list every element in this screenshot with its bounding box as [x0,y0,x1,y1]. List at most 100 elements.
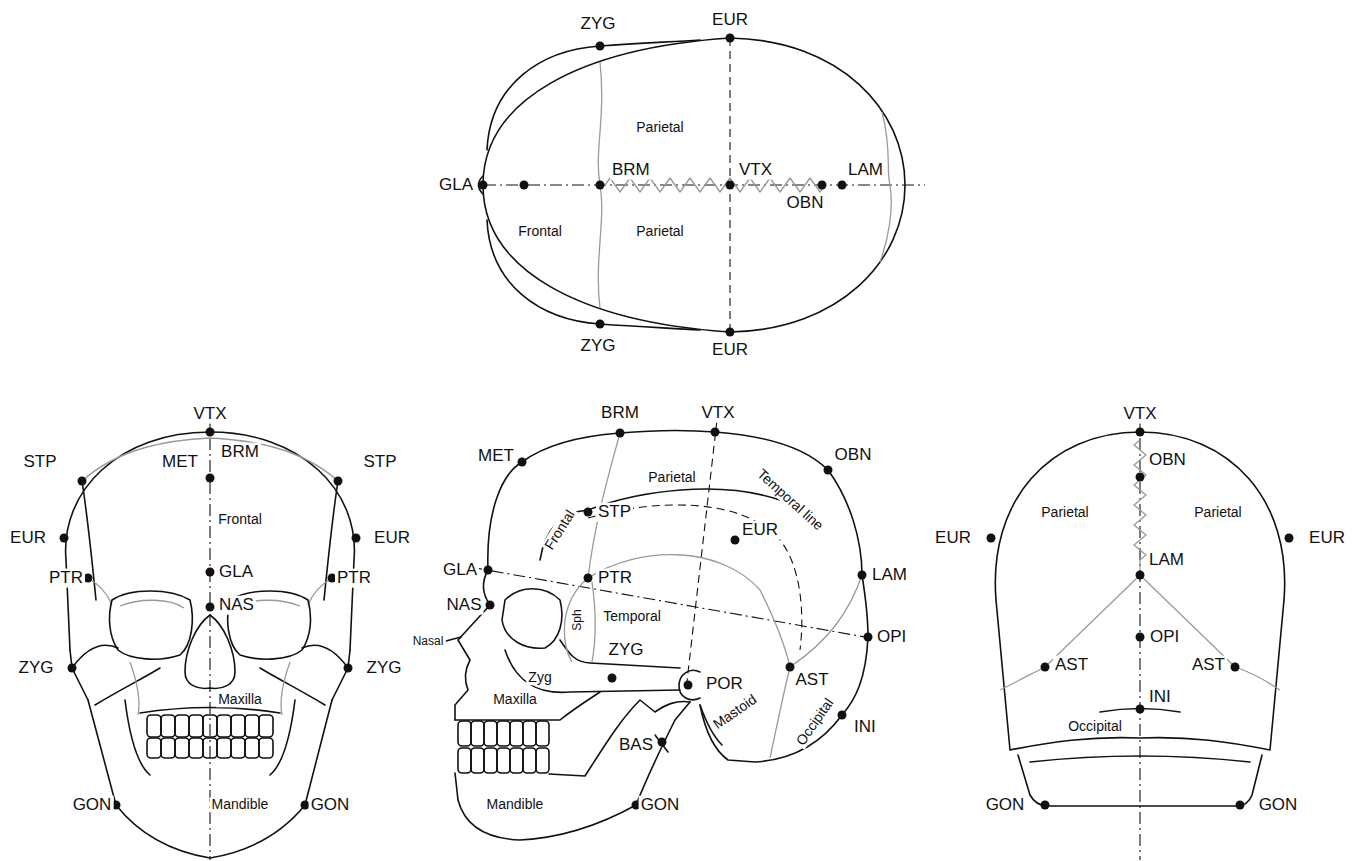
landmark-dot [1136,705,1145,714]
landmark-label: ZYG [17,659,56,678]
cheek-line [95,668,160,705]
landmark-dot [838,711,847,720]
tooth [497,721,510,746]
posterior-view [987,416,1294,860]
nasal-leader [446,637,461,641]
landmark-label: OBN [785,194,826,213]
cheek-line [260,668,325,705]
bone-label: Mandible [210,797,271,812]
tooth [523,721,536,746]
tooth [147,738,161,758]
landmark-label: EUR [1307,529,1347,548]
landmark-dot [1136,633,1145,642]
anterior-view [60,416,361,860]
mandible-line [270,700,295,775]
bone-label: Sph [571,607,584,632]
tooth [189,715,203,737]
sagittal-suture [605,178,825,192]
zygomatic-arch [487,220,700,330]
skull-outline [483,38,905,332]
landmark-label: VTX [191,405,228,424]
tooth [536,721,549,746]
landmark-dot [858,571,867,580]
zygomatic-arch [72,645,118,668]
landmark-label: ZYG [579,337,618,356]
landmark-label: BRM [610,161,652,180]
landmark-dot [616,429,625,438]
lambdoid-suture [1000,575,1280,690]
landmark-label: EUR [710,341,750,360]
landmark-dot [479,181,488,190]
landmark-dot [60,428,361,810]
landmark-dot [608,674,617,683]
landmark-dot [596,320,605,329]
alveolar-line [140,708,280,714]
lambdoid-suture [790,575,862,667]
landmark-label: BRM [219,443,261,462]
zygomatic-arch [560,640,680,668]
orbit [502,589,562,649]
zygomatic-arch [487,40,700,150]
bone-label: Occipital [792,694,838,750]
sphenoid-suture [592,582,595,662]
maxilla-outline [455,692,600,720]
landmark-label: VTX [1121,405,1158,424]
landmark-dot [711,428,720,437]
landmark-dot [352,534,361,543]
landmark-dot [1236,801,1245,810]
landmark-label: POR [704,675,745,694]
landmark-dot [344,664,353,673]
landmark-dot [684,681,693,690]
landmark-label: GLA [441,561,479,580]
landmark-label: BRM [599,404,641,423]
bone-label: Occipital [1066,719,1124,734]
tooth [458,748,471,773]
face-outline [455,570,490,720]
tooth [147,715,273,758]
bone-label: Parietal [1192,505,1243,520]
landmark-label: OBN [833,446,874,465]
bone-label: Frontal [516,224,564,239]
landmark-label: AST [1053,656,1090,675]
tooth [497,748,510,773]
landmark-dot [818,181,827,190]
landmark-dot [726,34,735,43]
landmark-label: VTX [699,404,736,423]
superior-view [440,34,925,337]
landmark-dot [334,477,343,486]
bone-label: Frontal [541,506,579,555]
landmark-label: GON [1257,796,1300,815]
landmark-label: ZYG [365,659,404,678]
landmark-dot [60,534,69,543]
landmark-label: OPI [875,628,908,647]
tooth [231,738,245,758]
orbit-inner [120,600,184,608]
bone-label: Temporal [601,609,663,624]
landmark-dot [1041,801,1050,810]
landmark-label: ZYG [579,15,618,34]
landmark-dot [838,181,847,190]
bone-label: Parietal [634,120,685,135]
midline [209,416,210,860]
landmark-label: GLA [217,563,255,582]
landmark-label: EUR [372,529,412,548]
landmark-label: STP [361,453,398,472]
styloid [655,735,668,752]
landmark-dot [731,536,740,545]
bone-label: Parietal [1039,505,1090,520]
lambdoid-suture [880,112,891,262]
vertex-line [686,420,717,690]
bone-label: Frontal [216,512,264,527]
landmark-dot [824,466,833,475]
landmark-label: EUR [8,529,48,548]
landmark-dot [726,181,735,190]
landmark-dot [518,458,527,467]
bone-label: Zyg [526,670,553,685]
landmark-dot [987,428,1294,810]
glabella-opisthocranion-line [470,567,882,640]
tooth [161,715,175,737]
skull-outline [995,432,1284,750]
landmark-label: LAM [846,161,885,180]
frontozygomatic-suture [88,578,112,605]
landmark-label: PTR [47,569,85,588]
